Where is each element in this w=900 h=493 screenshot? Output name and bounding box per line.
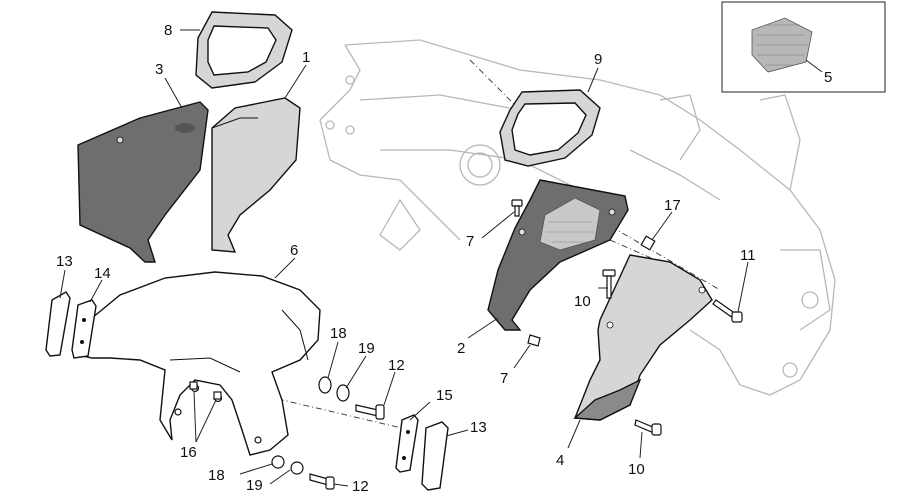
callout-7-lower: 7 — [500, 370, 508, 387]
callout-13-right: 13 — [470, 419, 487, 436]
part-4-lower-panel — [573, 254, 713, 421]
frame-outline — [319, 39, 836, 396]
callout-2: 2 — [457, 340, 465, 357]
callout-3: 3 — [155, 61, 163, 78]
callout-14: 14 — [94, 265, 111, 282]
part-9-duct-ring — [499, 89, 601, 167]
callout-18-lower: 18 — [208, 467, 225, 484]
callout-4: 4 — [556, 452, 564, 469]
callout-18-upper: 18 — [330, 325, 347, 342]
callout-9: 9 — [594, 51, 602, 68]
callout-12-upper: 12 — [388, 357, 405, 374]
callout-19-upper: 19 — [358, 340, 375, 357]
part-13-14-left-bracket — [45, 291, 97, 359]
callout-12-lower: 12 — [352, 478, 369, 493]
leader-lines — [59, 29, 823, 487]
part-15-13-right-bracket — [395, 414, 449, 491]
callout-10-lower: 10 — [628, 461, 645, 478]
part-6-front-fender — [77, 271, 321, 456]
callout-5: 5 — [824, 69, 832, 86]
callout-1: 1 — [302, 49, 310, 66]
part-1-side-panel — [211, 97, 301, 253]
callout-16: 16 — [180, 444, 197, 461]
callout-10-upper: 10 — [574, 293, 591, 310]
callout-15: 15 — [436, 387, 453, 404]
callout-17: 17 — [664, 197, 681, 214]
callout-8: 8 — [164, 22, 172, 39]
hardware — [189, 199, 743, 490]
callout-6: 6 — [290, 242, 298, 259]
callout-7-upper: 7 — [466, 233, 474, 250]
callout-numbers: 8 3 1 9 5 7 17 11 10 2 7 6 13 14 18 19 1… — [56, 22, 832, 493]
part-2-panel — [487, 179, 629, 331]
part-8-duct-ring — [195, 11, 293, 89]
callout-11: 11 — [740, 247, 756, 264]
inset-box-part-5 — [721, 1, 886, 93]
part-3-side-panel — [77, 101, 209, 263]
callout-19-lower: 19 — [246, 477, 263, 493]
callout-13-left: 13 — [56, 253, 73, 270]
